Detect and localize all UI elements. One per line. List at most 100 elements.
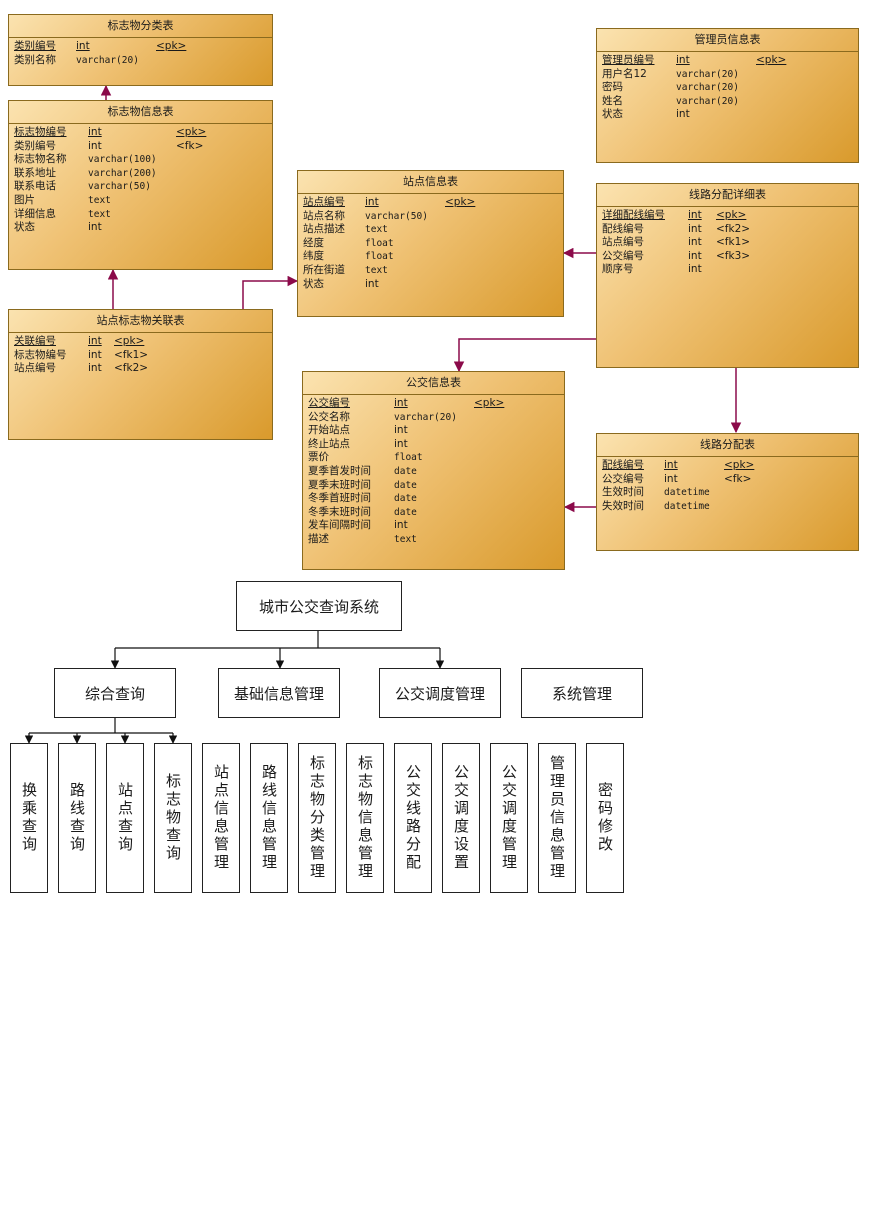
tree-leaf-label: 标志物分类管理 (308, 755, 326, 881)
column-type: varchar(20) (76, 54, 139, 66)
column-type: int (88, 362, 102, 375)
column-type: int (88, 139, 102, 152)
tree-leaf-label: 路线信息管理 (260, 764, 278, 872)
column-name: 管理员编号 (602, 54, 655, 66)
table-title: 公交信息表 (303, 372, 564, 395)
column-type: int (688, 209, 702, 221)
column-type: int (688, 222, 702, 235)
column-name: 生效时间 (602, 486, 644, 499)
column-name: 类别编号 (14, 139, 56, 152)
column-name: 联系地址 (14, 166, 56, 179)
column-key: <fk2> (716, 222, 751, 235)
table-title: 线路分配详细表 (597, 184, 858, 207)
column-name: 姓名 (602, 94, 623, 107)
column-name: 标志物编号 (14, 126, 67, 138)
column-key: <pk> (724, 459, 755, 471)
column-type: int (688, 236, 702, 249)
column-type: int (664, 459, 678, 471)
column-name: 关联编号 (14, 335, 56, 347)
column-name: 详细信息 (14, 207, 56, 220)
table-title: 站点标志物关联表 (9, 310, 272, 333)
column-type: text (365, 264, 388, 276)
column-name: 配线编号 (602, 459, 644, 471)
column-type: varchar(50) (365, 210, 428, 222)
column-type: int (394, 519, 408, 532)
column-type: int (394, 424, 408, 437)
column-name: 纬度 (303, 250, 324, 263)
column-name: 经度 (303, 236, 324, 249)
tree-leaf: 公交调度管理 (490, 743, 528, 893)
column-key: <pk> (156, 40, 187, 52)
table-title: 线路分配表 (597, 434, 858, 457)
tree-leaf-label: 公交线路分配 (404, 764, 422, 872)
tree-group-basic-info: 基础信息管理 (218, 668, 340, 718)
column-name: 公交编号 (602, 472, 644, 485)
table-row: 配线编号 int <pk> (602, 459, 853, 473)
column-name: 夏季末班时间 (308, 478, 371, 491)
column-type: date (394, 479, 417, 491)
column-type: varchar(20) (676, 95, 739, 107)
tree-leaf-label: 密码修改 (596, 782, 614, 854)
tree-leaf: 标志物信息管理 (346, 743, 384, 893)
column-name: 标志物名称 (14, 153, 67, 166)
tree-leaf-label: 标志物信息管理 (356, 755, 374, 881)
tree-leaf: 标志物分类管理 (298, 743, 336, 893)
column-type: int (88, 348, 102, 361)
column-name: 站点编号 (14, 362, 56, 375)
column-name: 开始站点 (308, 424, 350, 437)
column-key: <pk> (756, 54, 787, 66)
tree-leaf: 站点信息管理 (202, 743, 240, 893)
table-row: 所在街道 text (303, 264, 558, 278)
column-key: <pk> (114, 335, 145, 347)
column-type: int (88, 335, 102, 347)
column-key: <fk1> (114, 348, 149, 361)
tree-leaf: 公交线路分配 (394, 743, 432, 893)
table-row: 冬季末班时间 date (308, 506, 559, 520)
column-type: float (365, 251, 394, 263)
column-name: 图片 (14, 193, 35, 206)
column-name: 所在街道 (303, 263, 345, 276)
table-title: 站点信息表 (298, 171, 563, 194)
column-name: 公交编号 (602, 249, 644, 262)
column-type: date (394, 506, 417, 518)
tree-leaf-label: 标志物查询 (164, 773, 182, 863)
column-name: 状态 (303, 277, 324, 290)
tree-group-query: 综合查询 (54, 668, 176, 718)
column-name: 类别名称 (14, 53, 56, 66)
column-name: 用户名12 (602, 67, 647, 80)
column-name: 描述 (308, 532, 329, 545)
column-type: datetime (664, 500, 710, 512)
tree-root: 城市公交查询系统 (236, 581, 402, 631)
column-key: <fk1> (716, 236, 751, 249)
column-name: 冬季末班时间 (308, 505, 371, 518)
